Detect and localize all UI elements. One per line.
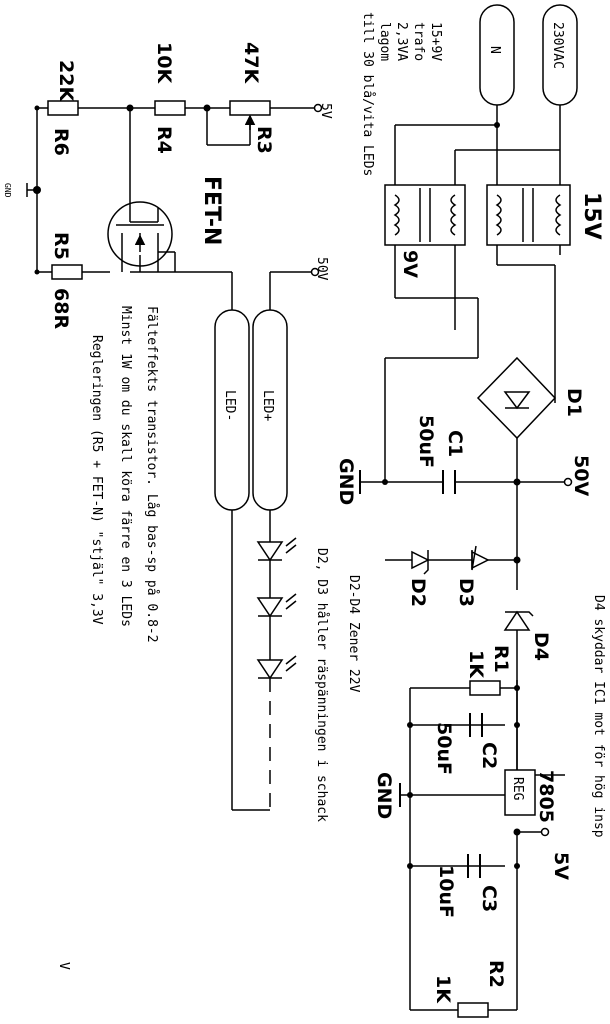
- fet-n-transistor: FET-N: [107, 176, 224, 272]
- terminal-50v-mid: 50V: [563, 455, 592, 496]
- r3-name-label: R3: [253, 126, 275, 154]
- led-chain: [256, 530, 297, 810]
- gnd-symbol-reg: GND: [373, 772, 401, 819]
- note-zener-1: D2-D4 Zener 22V: [346, 575, 361, 693]
- c1-name-label: C1: [444, 430, 466, 457]
- note-trafo-4: lagom: [377, 22, 392, 61]
- resistor-r2: R2 1K: [432, 960, 507, 1018]
- junction-dots-right: [382, 122, 521, 869]
- gnd-reg-label: GND: [373, 772, 395, 819]
- v5-top-label: 5V: [318, 103, 333, 119]
- c2-name-label: C2: [478, 742, 500, 769]
- n-label: N: [487, 46, 502, 54]
- d3-label: D3: [455, 578, 477, 607]
- d4-name-label: D4: [530, 632, 552, 661]
- c2-value-label: 50uF: [433, 722, 455, 775]
- terminal-50v-top: 50V: [310, 257, 329, 281]
- terminal-5v-right: 5V: [517, 827, 572, 880]
- v5-right-label: 5V: [550, 852, 572, 880]
- led-minus-bus: LED-: [214, 309, 250, 511]
- note-trafo-3: 2,3VA: [394, 22, 409, 61]
- gnd-c1-label: GND: [335, 458, 357, 505]
- v50-top-label: 50V: [314, 257, 329, 281]
- r5-value-label: 68R: [50, 288, 72, 329]
- r3-value-label: 47K: [240, 42, 262, 84]
- r1-value-label: 1K: [465, 650, 487, 679]
- ac-230v-bus: 230VAC: [542, 4, 578, 106]
- capacitor-c3: C3 10uF: [435, 854, 500, 918]
- c3-value-label: 10uF: [435, 865, 457, 918]
- led-3: [256, 655, 297, 680]
- r4-name-label: R4: [153, 126, 175, 154]
- note-fet-1: Fälteffekts transistor. Låg bas-sp på 0.…: [144, 306, 159, 643]
- r2-value-label: 1K: [432, 975, 454, 1004]
- led-minus-label: LED-: [222, 390, 237, 421]
- led-1: [256, 537, 297, 562]
- resistor-r6: 22K R6: [47, 60, 79, 156]
- r6-value-label: 22K: [55, 60, 77, 102]
- led-2: [256, 593, 297, 618]
- r6-name-label: R6: [50, 128, 72, 156]
- v15-label: 15V: [579, 192, 604, 240]
- zener-d2: D2: [407, 550, 430, 607]
- capacitor-c1: C1 50uF: [415, 415, 466, 494]
- r5-name-label: R5: [50, 232, 72, 260]
- led-plus-bus: LED+: [252, 309, 288, 511]
- d2-label: D2: [407, 578, 429, 607]
- capacitor-c2: C2 50uF: [433, 713, 500, 775]
- zener-d4: D4: [503, 610, 552, 661]
- notes: 15+9V trafo 2,3VA lagom till 30 blå/vita…: [56, 12, 606, 970]
- gnd-symbol-small: GND: [3, 183, 28, 198]
- note-trafo-5: till 30 blå/vita LEDs: [360, 12, 375, 176]
- note-zener-2: D2, D3 håller räspänningen i schack: [314, 548, 329, 822]
- regulator-7805: REG 7805: [504, 769, 557, 823]
- c1-value-label: 50uF: [415, 415, 437, 468]
- ac230-label: 230VAC: [550, 22, 565, 69]
- led-plus-label: LED+: [260, 390, 275, 421]
- v50-mid-label: 50V: [570, 455, 592, 496]
- r4-value-label: 10K: [153, 42, 175, 84]
- fet-label: FET-N: [199, 176, 224, 245]
- gnd-small-label: GND: [3, 183, 12, 198]
- bridge-rectifier-d1: D1: [476, 356, 585, 440]
- junction-dots: [33, 104, 211, 275]
- note-trafo-2: trafo: [411, 22, 426, 61]
- resistor-r5: R5 68R: [50, 232, 83, 329]
- r1-name-label: R1: [490, 645, 512, 673]
- potentiometer-r3: 47K R3: [229, 42, 275, 154]
- transformer-15v: 15V: [486, 184, 604, 246]
- note-trafo-1: 15+9V: [428, 22, 443, 61]
- transformer-9v: 9V: [384, 184, 466, 278]
- r2-name-label: R2: [485, 960, 507, 988]
- zener-d3: D3: [455, 545, 490, 607]
- resistor-r4: 10K R4: [153, 42, 186, 154]
- note-fet-4: V: [56, 962, 71, 970]
- d1-label: D1: [563, 388, 585, 417]
- power-wires: [360, 105, 565, 1011]
- note-fet-3: Regleringen (R5 + FET-N) "stjäl" 3,3V: [89, 335, 104, 625]
- reg-label: REG: [510, 777, 525, 801]
- terminal-5v-top: 5V: [313, 103, 333, 119]
- note-fet-2: Minst 1W om du skall köra färre en 3 LED…: [118, 306, 133, 627]
- v9-label: 9V: [399, 250, 421, 278]
- neutral-bus: N: [479, 4, 515, 106]
- note-d4: D4 skyddar IC1 mot för hög insp: [591, 595, 606, 838]
- reg-value-label: 7805: [535, 770, 557, 823]
- resistor-r1: R1 1K: [465, 645, 512, 696]
- gnd-symbol-c1: GND: [335, 458, 361, 505]
- c3-name-label: C3: [478, 885, 500, 912]
